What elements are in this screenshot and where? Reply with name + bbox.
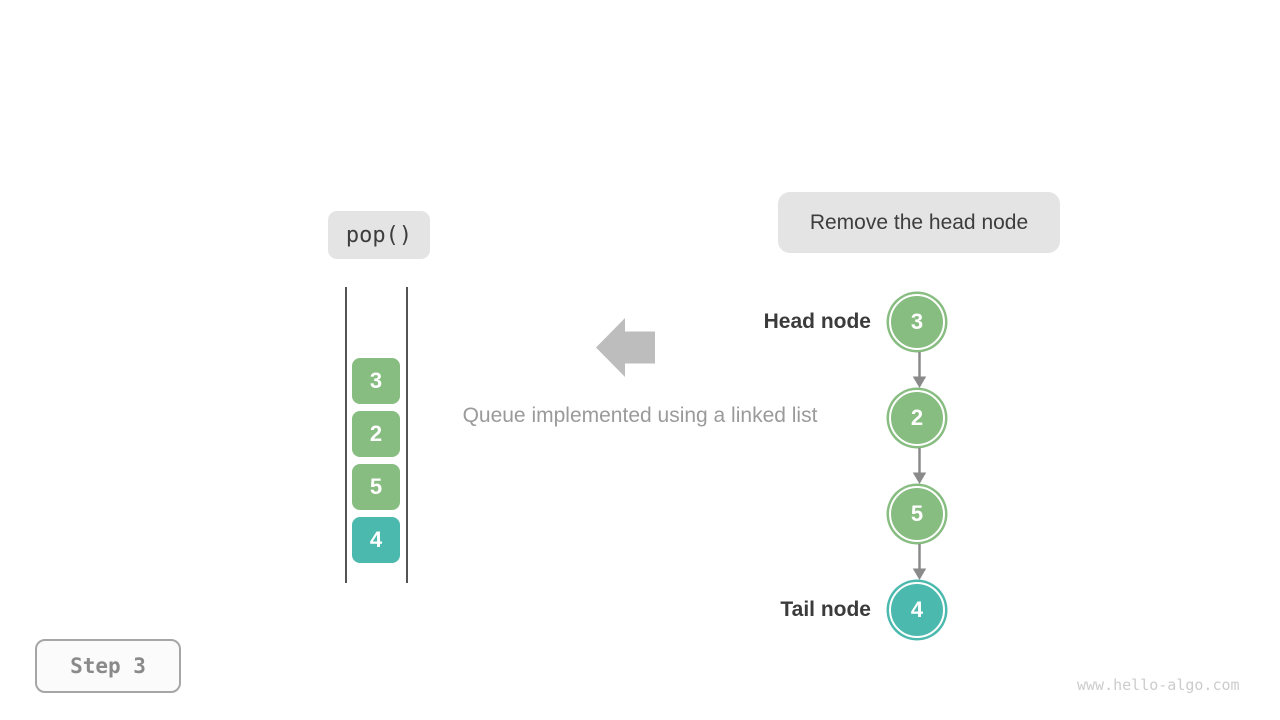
head-node-label: Head node (763, 310, 871, 333)
list-node: 5 (889, 486, 945, 542)
down-arrow-icon (912, 352, 927, 388)
tail-node-label: Tail node (780, 598, 871, 621)
list-node: 4 (889, 582, 945, 638)
left-block-arrow-icon (596, 318, 655, 377)
queue-item: 3 (352, 358, 400, 404)
operation-label: pop() (328, 211, 430, 259)
queue-item: 4 (352, 517, 400, 563)
diagram-caption: Queue implemented using a linked list (462, 404, 818, 427)
queue-wall-right (406, 287, 408, 583)
down-arrow-icon (912, 448, 927, 484)
watermark: www.hello-algo.com (1077, 676, 1240, 694)
list-node: 3 (889, 294, 945, 350)
down-arrow-icon (912, 544, 927, 580)
step-badge: Step 3 (35, 639, 181, 693)
caption-bubble: Remove the head node (778, 192, 1060, 253)
queue-item: 2 (352, 411, 400, 457)
queue-item: 5 (352, 464, 400, 510)
list-node: 2 (889, 390, 945, 446)
queue-wall-left (345, 287, 347, 583)
